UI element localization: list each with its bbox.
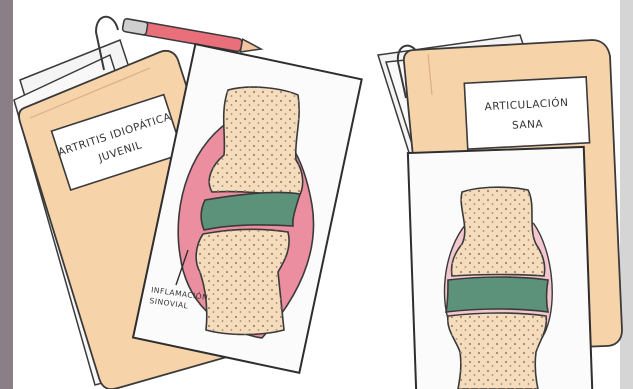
right-folder-label: ARTICULACIÓN SANA: [464, 77, 589, 149]
lower-bone: [196, 229, 289, 334]
healthy-cartilage: [446, 277, 548, 312]
healthy-upper-bone: [451, 187, 544, 276]
left-edge-strip: [0, 0, 13, 389]
right-folder-label-line2: SANA: [512, 118, 544, 132]
healthy-lower-bone: [448, 313, 547, 389]
inflamed-cartilage: [201, 192, 300, 230]
